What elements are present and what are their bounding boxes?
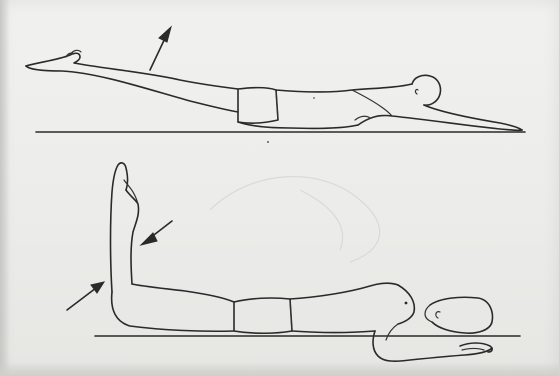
bottom-fingers xyxy=(462,349,484,351)
bottom-trunks xyxy=(234,298,292,333)
top-trunks xyxy=(238,88,278,123)
top-ink-dot-2 xyxy=(313,97,315,99)
bottom-shin-back xyxy=(126,190,139,284)
top-lift-arrow-head xyxy=(159,27,171,42)
bottom-face xyxy=(425,305,432,322)
top-shoulder xyxy=(352,90,392,116)
top-ear xyxy=(415,89,418,94)
top-ink-dot xyxy=(267,141,269,143)
bottom-torso-back xyxy=(290,283,398,299)
bottom-shoulder xyxy=(398,285,414,324)
top-torso-back xyxy=(276,84,412,92)
bottom-torso-belly xyxy=(292,331,375,333)
bottom-panel xyxy=(67,163,520,361)
bottom-thigh-upper xyxy=(132,284,234,302)
bottom-elbow-crease xyxy=(386,324,398,340)
bottom-ear xyxy=(436,312,440,318)
bottom-shin-arrow-shaft xyxy=(67,288,96,310)
top-panel xyxy=(26,27,525,143)
bottom-shoulder-dot xyxy=(405,302,408,305)
bottom-shin-arrow-head xyxy=(91,282,104,293)
bottom-head xyxy=(430,297,492,333)
bottom-thigh-lower xyxy=(112,292,234,331)
show-through-ghost xyxy=(210,177,380,262)
top-leg-lower-outline xyxy=(26,66,238,112)
